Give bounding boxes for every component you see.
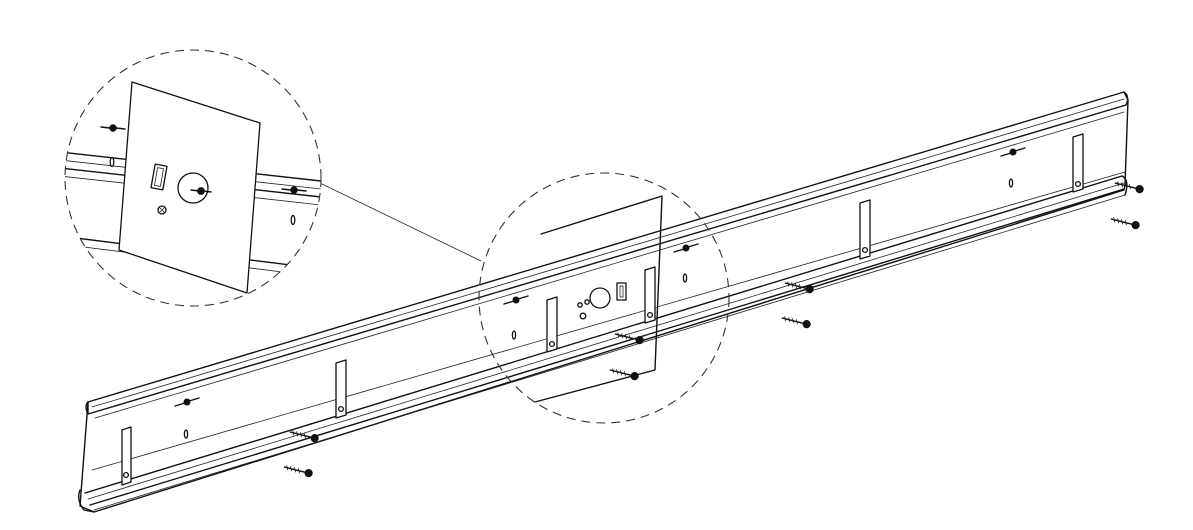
mounting-screw (283, 465, 313, 478)
detail-callout-circle (478, 172, 730, 424)
keyhole-slot (174, 397, 200, 407)
keyhole-slot (503, 295, 529, 305)
ground-screw (579, 312, 587, 320)
keyhole-slots (174, 147, 1026, 407)
mounting-screw (1114, 181, 1144, 194)
rail-clip (121, 426, 132, 486)
rail-clip (644, 266, 656, 324)
detail-knockout-hole (177, 172, 209, 204)
rail-slots (183, 178, 1014, 439)
rail-clip (546, 296, 558, 353)
mounting-screw (1110, 217, 1140, 230)
mounting-screw (289, 430, 319, 443)
knockout-hole (589, 287, 611, 309)
detail-magnified-view (64, 49, 322, 307)
mounting-screws (283, 181, 1144, 478)
rail-clip (335, 359, 347, 419)
mounting-screw (614, 332, 644, 345)
junction-box-plate (534, 195, 663, 403)
detail-view-circle (64, 49, 322, 307)
callout-leader-line (321, 183, 482, 262)
mounting-screw (784, 281, 814, 294)
plate-tab (616, 282, 627, 301)
mounting-screw (781, 316, 811, 329)
keyhole-slot (673, 243, 699, 253)
rail-clip (1072, 133, 1084, 193)
rail-clips (121, 133, 1084, 486)
rail-clip (859, 199, 871, 260)
keyhole-slot (1000, 147, 1026, 157)
mounting-rail (77, 91, 1129, 513)
mounting-screw (609, 368, 639, 381)
